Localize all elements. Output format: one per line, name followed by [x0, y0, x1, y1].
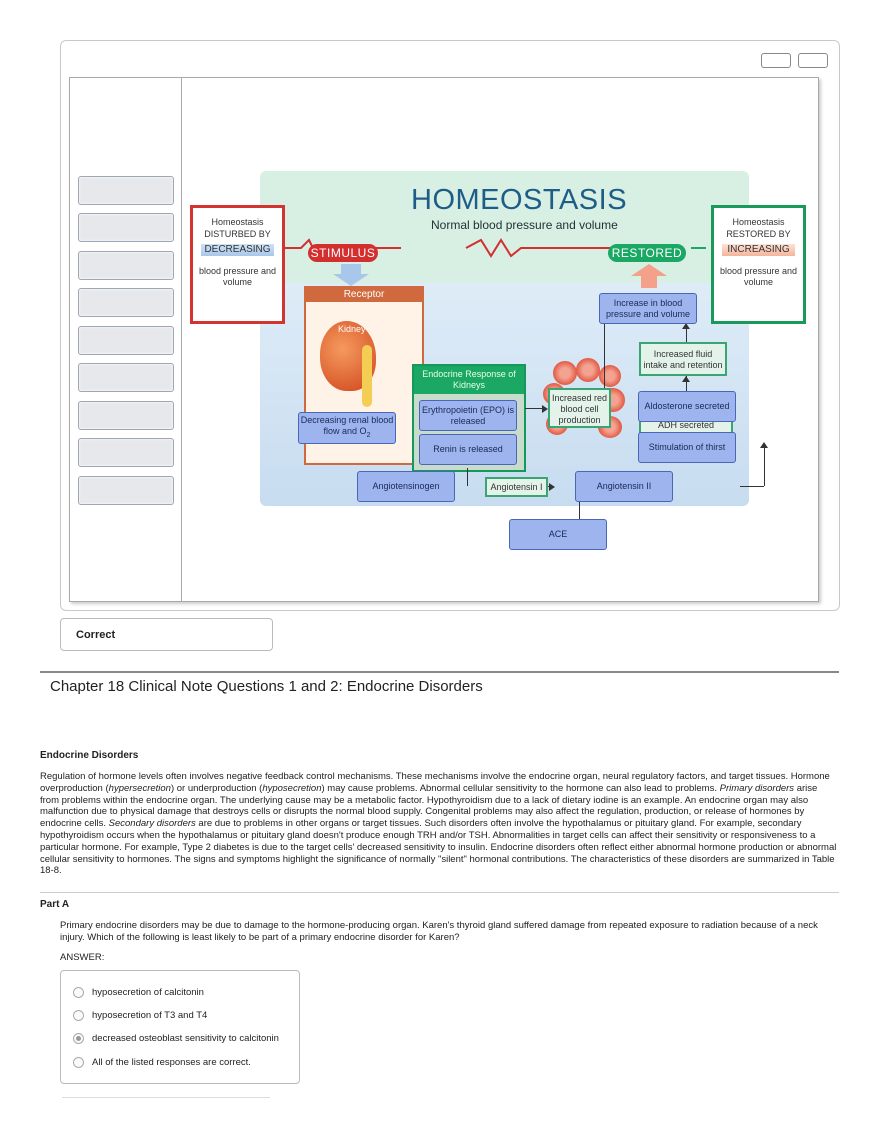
label-bank [70, 78, 182, 601]
receptor-header: Receptor [306, 288, 422, 302]
label-angiotensin-ii[interactable]: Angiotensin II [575, 471, 673, 502]
rbc-image [576, 358, 600, 382]
divider [40, 671, 839, 673]
arrow-up [760, 442, 768, 448]
label-slot[interactable] [78, 363, 174, 392]
para-italic: Primary disorders [719, 782, 795, 794]
label-slot[interactable] [78, 401, 174, 430]
para-italic: Secondary disorders [108, 818, 196, 830]
divider [62, 1097, 270, 1098]
label-slot[interactable] [78, 476, 174, 505]
labeling-panel: HOMEOSTASIS Normal blood pressure and vo… [60, 40, 840, 611]
stimulus-down-arrow [333, 264, 369, 286]
label-renin[interactable]: Renin is released [419, 434, 517, 465]
para-text: Regulation of hormone levels often invol… [40, 771, 830, 794]
rbc-image [599, 365, 621, 387]
answer-choices: hyposecretion of calcitonin hyposecretio… [60, 970, 300, 1084]
para-italic: hypersecretion [108, 782, 171, 794]
connector-line [686, 326, 687, 342]
restored-line1: Homeostasis [732, 217, 785, 227]
choice-label: hyposecretion of T3 and T4 [92, 1010, 208, 1021]
choice-option[interactable]: decreased osteoblast sensitivity to calc… [73, 1033, 279, 1044]
feedback-correct: Correct [60, 618, 273, 651]
para-text: are due to problems in other organs or t… [40, 818, 837, 877]
disturbed-line4: blood pressure and volume [198, 266, 277, 287]
kidney-label: Kidney [338, 324, 366, 334]
toolbar-button-1[interactable] [761, 53, 791, 68]
restored-line2: RESTORED BY [726, 229, 791, 239]
label-slot[interactable] [78, 251, 174, 280]
choice-label: All of the listed responses are correct. [92, 1057, 251, 1068]
para-text: ) may cause problems. Abnormal cellular … [321, 782, 720, 794]
diagram-title: HOMEOSTASIS [411, 184, 628, 216]
arrow-right [542, 405, 548, 413]
choice-option[interactable]: hyposecretion of calcitonin [73, 987, 204, 998]
radio-button-selected[interactable] [73, 1033, 84, 1044]
restored-up-arrow [631, 264, 667, 288]
connector-line [525, 408, 545, 409]
arrow-up [682, 323, 690, 329]
choice-option[interactable]: All of the listed responses are correct. [73, 1057, 251, 1068]
increasing-arrow: INCREASING [722, 244, 795, 256]
disturbed-line2: DISTURBED BY [204, 229, 271, 239]
restored-line4: blood pressure and volume [719, 266, 798, 287]
diagram-frame: HOMEOSTASIS Normal blood pressure and vo… [69, 77, 819, 602]
diagram-subtitle: Normal blood pressure and volume [431, 218, 618, 232]
arrow-right [549, 483, 555, 491]
label-angiotensinogen[interactable]: Angiotensinogen [357, 471, 455, 502]
label-decreasing-renal[interactable]: Decreasing renal blood flow and O2 [298, 412, 396, 444]
label-slot[interactable] [78, 288, 174, 317]
para-text: ) or underproduction ( [170, 782, 263, 794]
label-ace[interactable]: ACE [509, 519, 607, 550]
label-aldosterone[interactable]: Aldosterone secreted [638, 391, 736, 422]
label-slot[interactable] [78, 213, 174, 242]
label-slot[interactable] [78, 326, 174, 355]
radio-button[interactable] [73, 1057, 84, 1068]
part-a-label: Part A [40, 899, 70, 910]
connector-line [686, 376, 687, 392]
toolbar-button-2[interactable] [798, 53, 828, 68]
connector-line [579, 493, 580, 520]
connector-line [467, 468, 468, 486]
angiotensin-i-box: Angiotensin I [485, 477, 548, 497]
homeostasis-diagram: HOMEOSTASIS Normal blood pressure and vo… [181, 78, 818, 601]
choice-label: hyposecretion of calcitonin [92, 987, 204, 998]
section-title: Endocrine Disorders [40, 750, 139, 761]
label-thirst[interactable]: Stimulation of thirst [638, 432, 736, 463]
increased-rbc-box: Increased red blood cell production [548, 388, 611, 428]
disturbed-line1: Homeostasis [211, 217, 264, 227]
label-increase-bp[interactable]: Increase in blood pressure and volume [599, 293, 697, 324]
para-italic: hyposecretion [262, 782, 322, 794]
arrow-up [682, 376, 690, 382]
decreasing-renal-text: Decreasing renal blood flow and O [300, 415, 394, 437]
connector-line [764, 446, 765, 486]
radio-button[interactable] [73, 1010, 84, 1021]
intro-paragraph: Regulation of hormone levels often invol… [40, 771, 838, 877]
connector-line [604, 313, 605, 388]
ureter-image [362, 345, 372, 407]
rbc-image [553, 361, 577, 385]
decreasing-arrow: DECREASING [201, 244, 274, 256]
label-epo[interactable]: Erythropoietin (EPO) is released [419, 400, 517, 431]
stimulus-pill: STIMULUS [308, 244, 378, 262]
connector-line [740, 486, 764, 487]
label-slot[interactable] [78, 176, 174, 205]
page-title: Chapter 18 Clinical Note Questions 1 and… [50, 678, 483, 695]
label-slot[interactable] [78, 438, 174, 467]
decreasing-renal-subscript: 2 [366, 431, 371, 439]
restored-pill: RESTORED [608, 244, 686, 262]
radio-button[interactable] [73, 987, 84, 998]
choice-option[interactable]: hyposecretion of T3 and T4 [73, 1010, 207, 1021]
increased-fluid-box: Increased fluid intake and retention [639, 342, 727, 376]
para-text: arise from problems within the endocrine… [40, 782, 818, 830]
divider [40, 892, 839, 893]
endocrine-response-header: Endocrine Response of Kidneys [414, 366, 524, 394]
choice-label: decreased osteoblast sensitivity to calc… [92, 1033, 279, 1044]
part-a-question: Primary endocrine disorders may be due t… [60, 920, 818, 943]
answer-label: ANSWER: [60, 952, 105, 963]
